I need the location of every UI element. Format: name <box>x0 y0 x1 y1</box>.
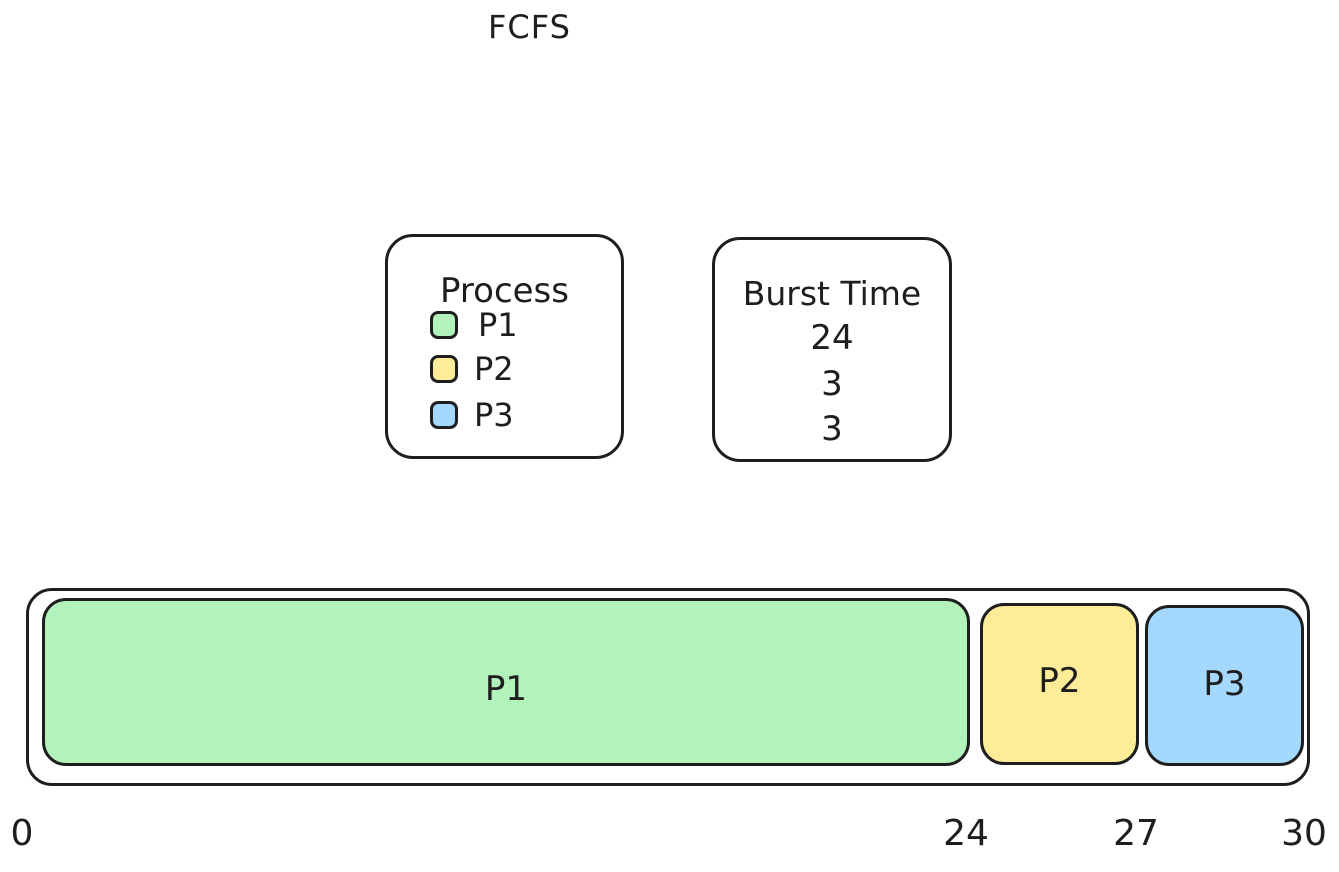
p1-swatch <box>430 311 458 339</box>
gantt-chart-frame <box>26 588 1310 786</box>
gantt-block-p2: P2 <box>980 603 1139 765</box>
tick-24: 24 <box>943 813 989 854</box>
legend-label-p2: P2 <box>474 350 514 388</box>
legend-row-p1: P1 <box>430 306 518 344</box>
p2-swatch <box>430 355 458 383</box>
gantt-label-p3: P3 <box>1203 663 1246 704</box>
process-card: Process P1 P2 P3 <box>385 234 624 459</box>
burst-value-p3: 3 <box>821 409 843 449</box>
legend-label-p1: P1 <box>478 306 518 344</box>
gantt-label-p2: P2 <box>1038 661 1081 701</box>
tick-30: 30 <box>1281 813 1327 854</box>
p3-swatch <box>430 401 458 429</box>
process-header: Process <box>440 271 569 311</box>
legend-row-p3: P3 <box>430 396 514 434</box>
burst-time-card: Burst Time 24 3 3 <box>712 237 952 462</box>
gantt-block-p1: P1 <box>42 598 970 766</box>
gantt-label-p1: P1 <box>484 669 528 709</box>
tick-0: 0 <box>10 813 34 854</box>
legend-label-p3: P3 <box>474 396 514 434</box>
burst-value-p1: 24 <box>810 318 854 358</box>
burst-time-header: Burst Time <box>742 274 922 313</box>
burst-value-p2: 3 <box>821 364 843 404</box>
legend-row-p2: P2 <box>430 350 514 388</box>
diagram-title: FCFS <box>488 8 571 46</box>
gantt-block-p3: P3 <box>1145 605 1304 766</box>
tick-27: 27 <box>1113 813 1159 854</box>
